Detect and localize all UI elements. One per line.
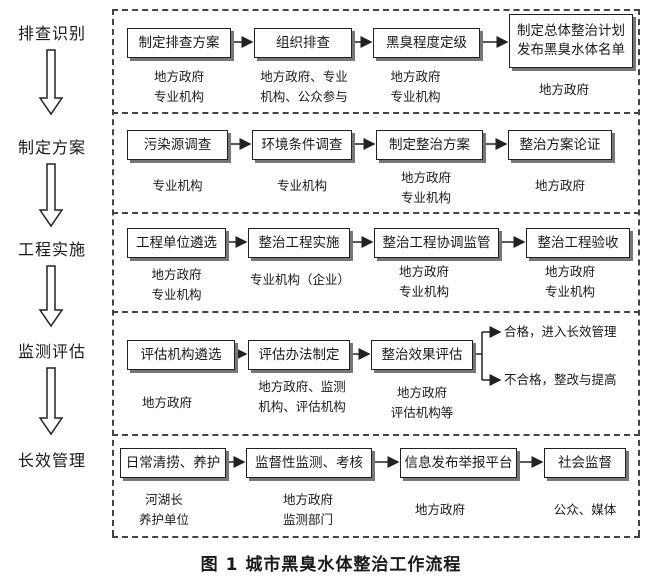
frame-top xyxy=(112,9,640,11)
stage-down-arrow-1 xyxy=(38,49,64,116)
actor-note: 地方政府 xyxy=(141,395,192,410)
step-box: 评估机构遴选 xyxy=(127,340,235,370)
frame-right xyxy=(638,9,640,536)
frame-bottom xyxy=(112,536,640,538)
step-box: 整治方案论证 xyxy=(508,130,612,160)
step-box: 社会监督 xyxy=(544,448,626,478)
actor-note: 河湖长 养护单位 xyxy=(138,492,189,527)
step-box: 信息发布举报平台 xyxy=(400,448,517,478)
stage-down-arrow-2 xyxy=(38,163,64,228)
actor-note: 专业机构 xyxy=(276,178,327,193)
actor-note: 地方政府 专业机构 xyxy=(151,267,202,302)
actor-note: 地方政府 专业机构 xyxy=(153,69,204,104)
actor-note: 公众、媒体 xyxy=(553,502,617,517)
outcome-fail: 不合格，整改与提高 xyxy=(504,372,617,387)
actor-note: 地方政府 专业机构 xyxy=(400,170,451,205)
actor-note: 地方政府 xyxy=(414,502,465,517)
figure-caption: 图 1 城市黑臭水体整治工作流程 xyxy=(200,555,462,575)
step-box: 环境条件调查 xyxy=(252,130,352,160)
actor-note: 地方政府 xyxy=(534,178,585,193)
divider-3 xyxy=(112,311,640,313)
step-box: 监督性监测、考核 xyxy=(246,448,372,478)
actor-note: 地方政府 专业机构 xyxy=(398,264,449,299)
outcome-pass: 合格，进入长效管理 xyxy=(504,324,617,339)
frame-left xyxy=(112,9,114,536)
step-box: 污染源调查 xyxy=(127,130,228,160)
step-box: 制定排查方案 xyxy=(127,28,231,58)
step-box: 工程单位遴选 xyxy=(127,228,226,258)
step-box: 整治工程验收 xyxy=(526,228,630,258)
actor-note: 地方政府 专业机构 xyxy=(544,264,595,299)
step-box: 黑臭程度定级 xyxy=(373,28,480,58)
divider-1 xyxy=(112,112,640,114)
stage-label-1: 排查识别 xyxy=(18,24,87,43)
divider-4 xyxy=(112,434,640,436)
step-box: 评估办法制定 xyxy=(248,340,350,370)
actor-note: 地方政府、监测 机构、评估机构 xyxy=(258,379,346,414)
divider-2 xyxy=(112,212,640,214)
actor-note: 地方政府 评估机构等 xyxy=(390,385,454,420)
actor-note: 专业机构 xyxy=(152,178,203,193)
step-box: 整治工程实施 xyxy=(248,228,350,258)
stage-label-3: 工程实施 xyxy=(18,240,87,259)
actor-note: 专业机构（企业） xyxy=(249,272,350,287)
step-box: 日常清捞、养护 xyxy=(120,448,226,478)
stage-down-arrow-4 xyxy=(38,367,64,436)
step-box: 整治工程协调监管 xyxy=(374,228,499,258)
actor-note: 地方政府 专业机构 xyxy=(390,69,441,104)
stage-label-5: 长效管理 xyxy=(18,451,87,470)
step-box: 整治效果评估 xyxy=(371,340,473,370)
stage-down-arrow-3 xyxy=(38,265,64,328)
step-box: 组织排查 xyxy=(254,28,352,58)
step-box: 制定整治方案 xyxy=(376,130,483,160)
actor-note: 地方政府 监测部门 xyxy=(282,492,333,527)
stage-label-2: 制定方案 xyxy=(18,138,87,157)
actor-note: 地方政府、专业 机构、公众参与 xyxy=(260,69,348,104)
step-box: 制定总体整治计划 发布黑臭水体名单 xyxy=(509,14,633,68)
actor-note: 地方政府 xyxy=(538,82,589,97)
stage-label-4: 监测评估 xyxy=(18,342,87,361)
